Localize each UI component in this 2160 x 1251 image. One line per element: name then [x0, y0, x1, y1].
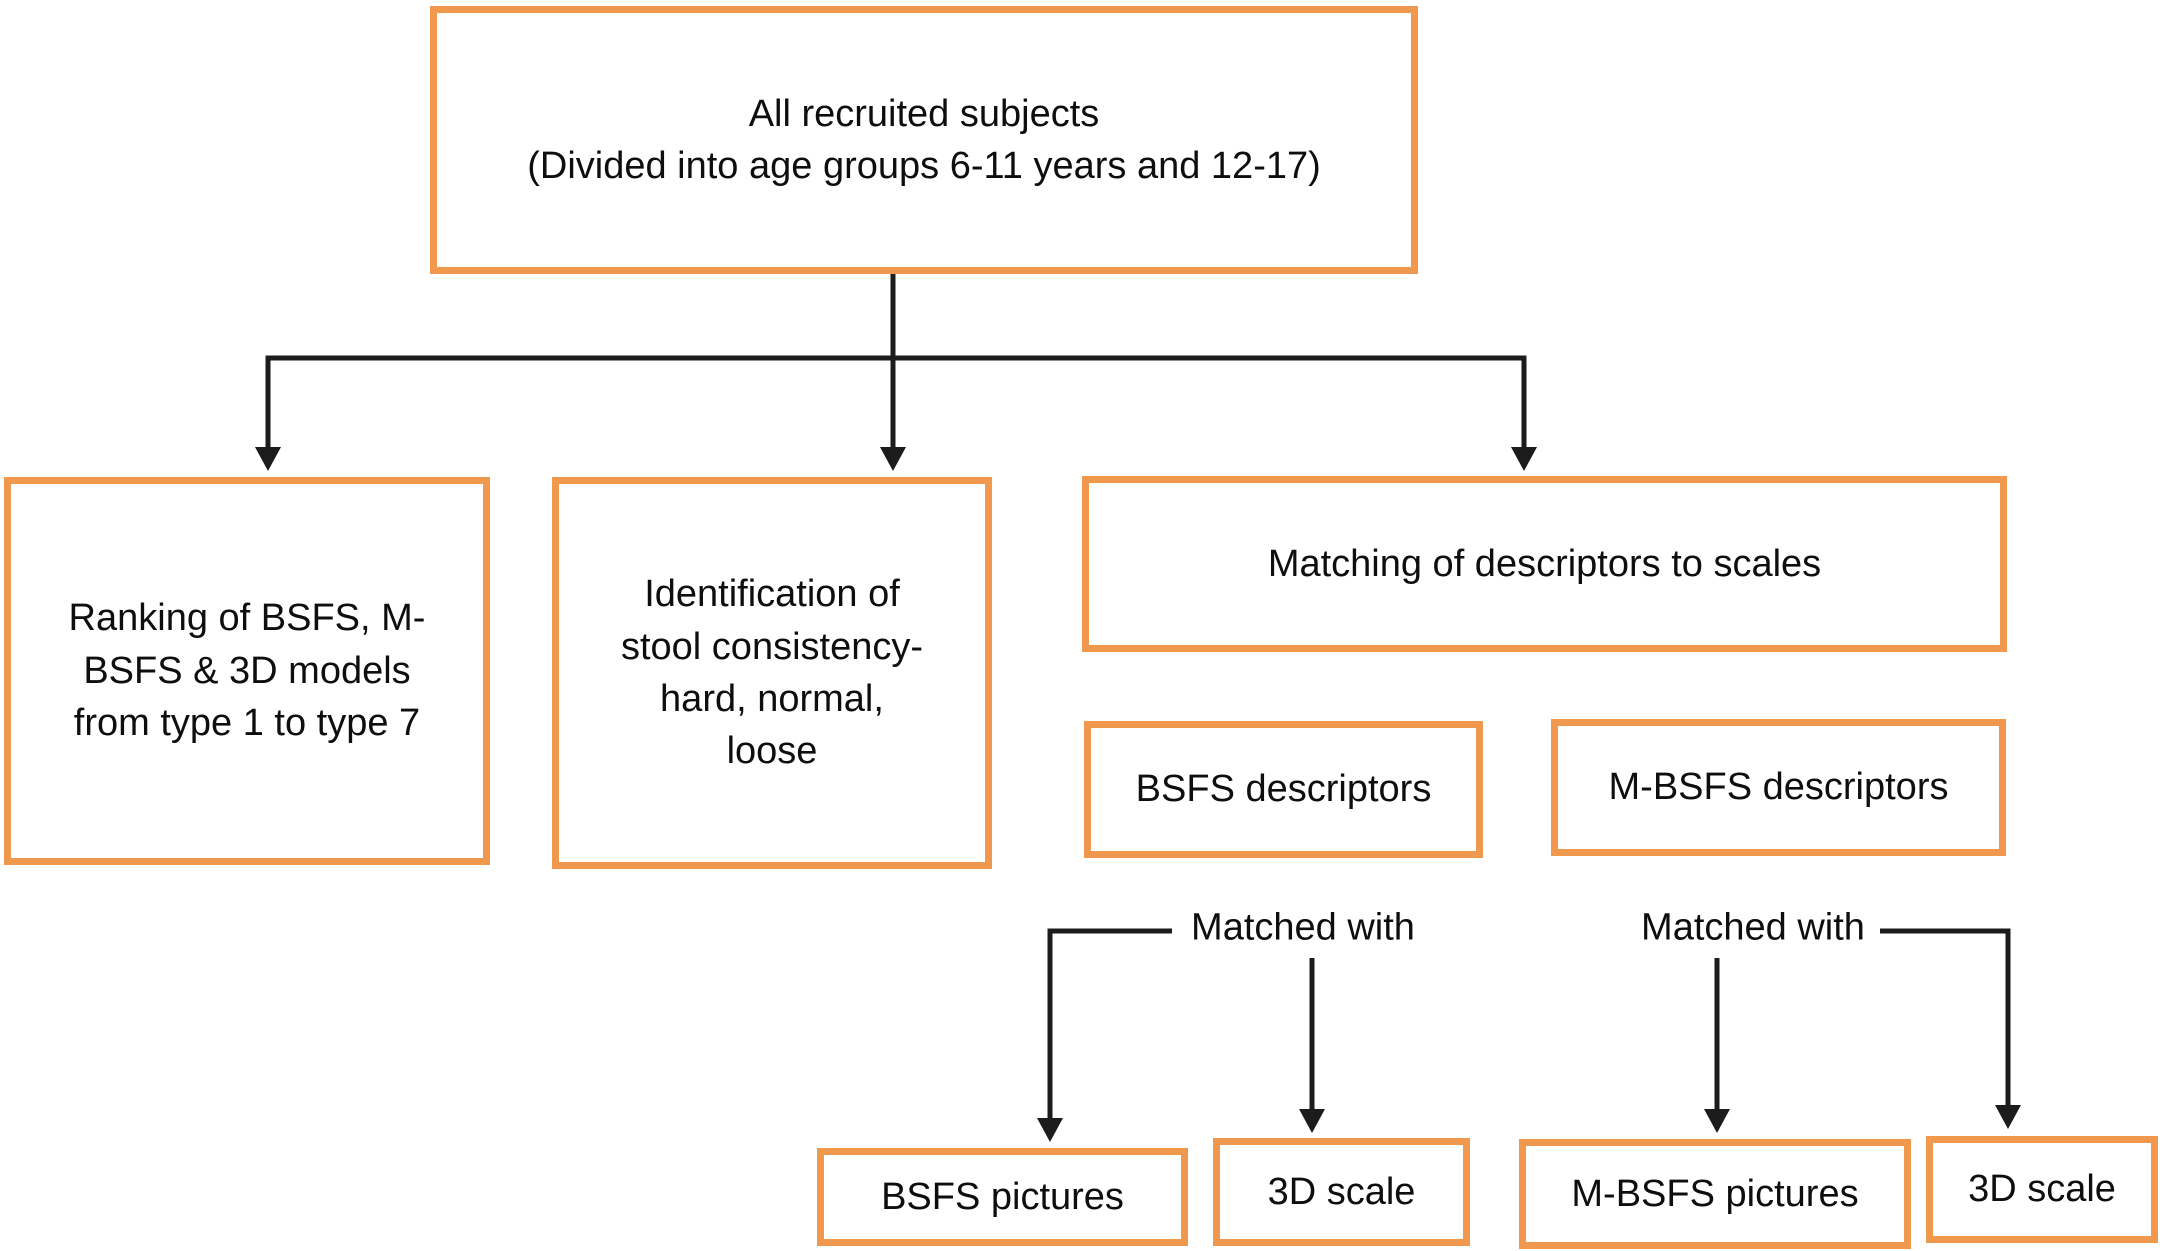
edge-label-matched-with-right: Matched with: [1641, 906, 1865, 950]
edge-matched-right-to-3d-scale: [1880, 928, 2021, 1129]
arrowhead-icon: [1299, 1109, 1325, 1133]
node-3d-scale-right: 3D scale: [1926, 1136, 2158, 1243]
node-ranking-bsfs-mbsfs-3d-models: Ranking of BSFS, M- BSFS & 3D models fro…: [4, 477, 490, 865]
arrowhead-icon: [1511, 447, 1537, 471]
node-mbsfs-descriptors: M-BSFS descriptors: [1551, 719, 2006, 856]
node-matching-descriptors-to-scales: Matching of descriptors to scales: [1082, 476, 2007, 652]
edge-matched-right-to-mbsfs-pictures: [1704, 958, 1730, 1133]
arrowhead-icon: [1704, 1109, 1730, 1133]
arrowhead-icon: [880, 447, 906, 471]
node-identification-stool-consistency: Identification of stool consistency- har…: [552, 477, 992, 869]
node-all-recruited-subjects: All recruited subjects (Divided into age…: [430, 6, 1418, 274]
arrowhead-icon: [1037, 1118, 1063, 1142]
node-mbsfs-pictures: M-BSFS pictures: [1519, 1139, 1911, 1249]
node-bsfs-descriptors: BSFS descriptors: [1084, 721, 1483, 858]
node-3d-scale-left: 3D scale: [1213, 1138, 1470, 1246]
edge-matched-left-to-3d-scale: [1299, 958, 1325, 1133]
edge-root-to-branches: [255, 274, 1537, 471]
arrowhead-icon: [255, 447, 281, 471]
node-bsfs-pictures: BSFS pictures: [817, 1148, 1188, 1246]
arrowhead-icon: [1995, 1105, 2021, 1129]
edge-matched-left-to-bsfs-pictures: [1037, 928, 1172, 1142]
edge-label-matched-with-left: Matched with: [1191, 906, 1415, 950]
